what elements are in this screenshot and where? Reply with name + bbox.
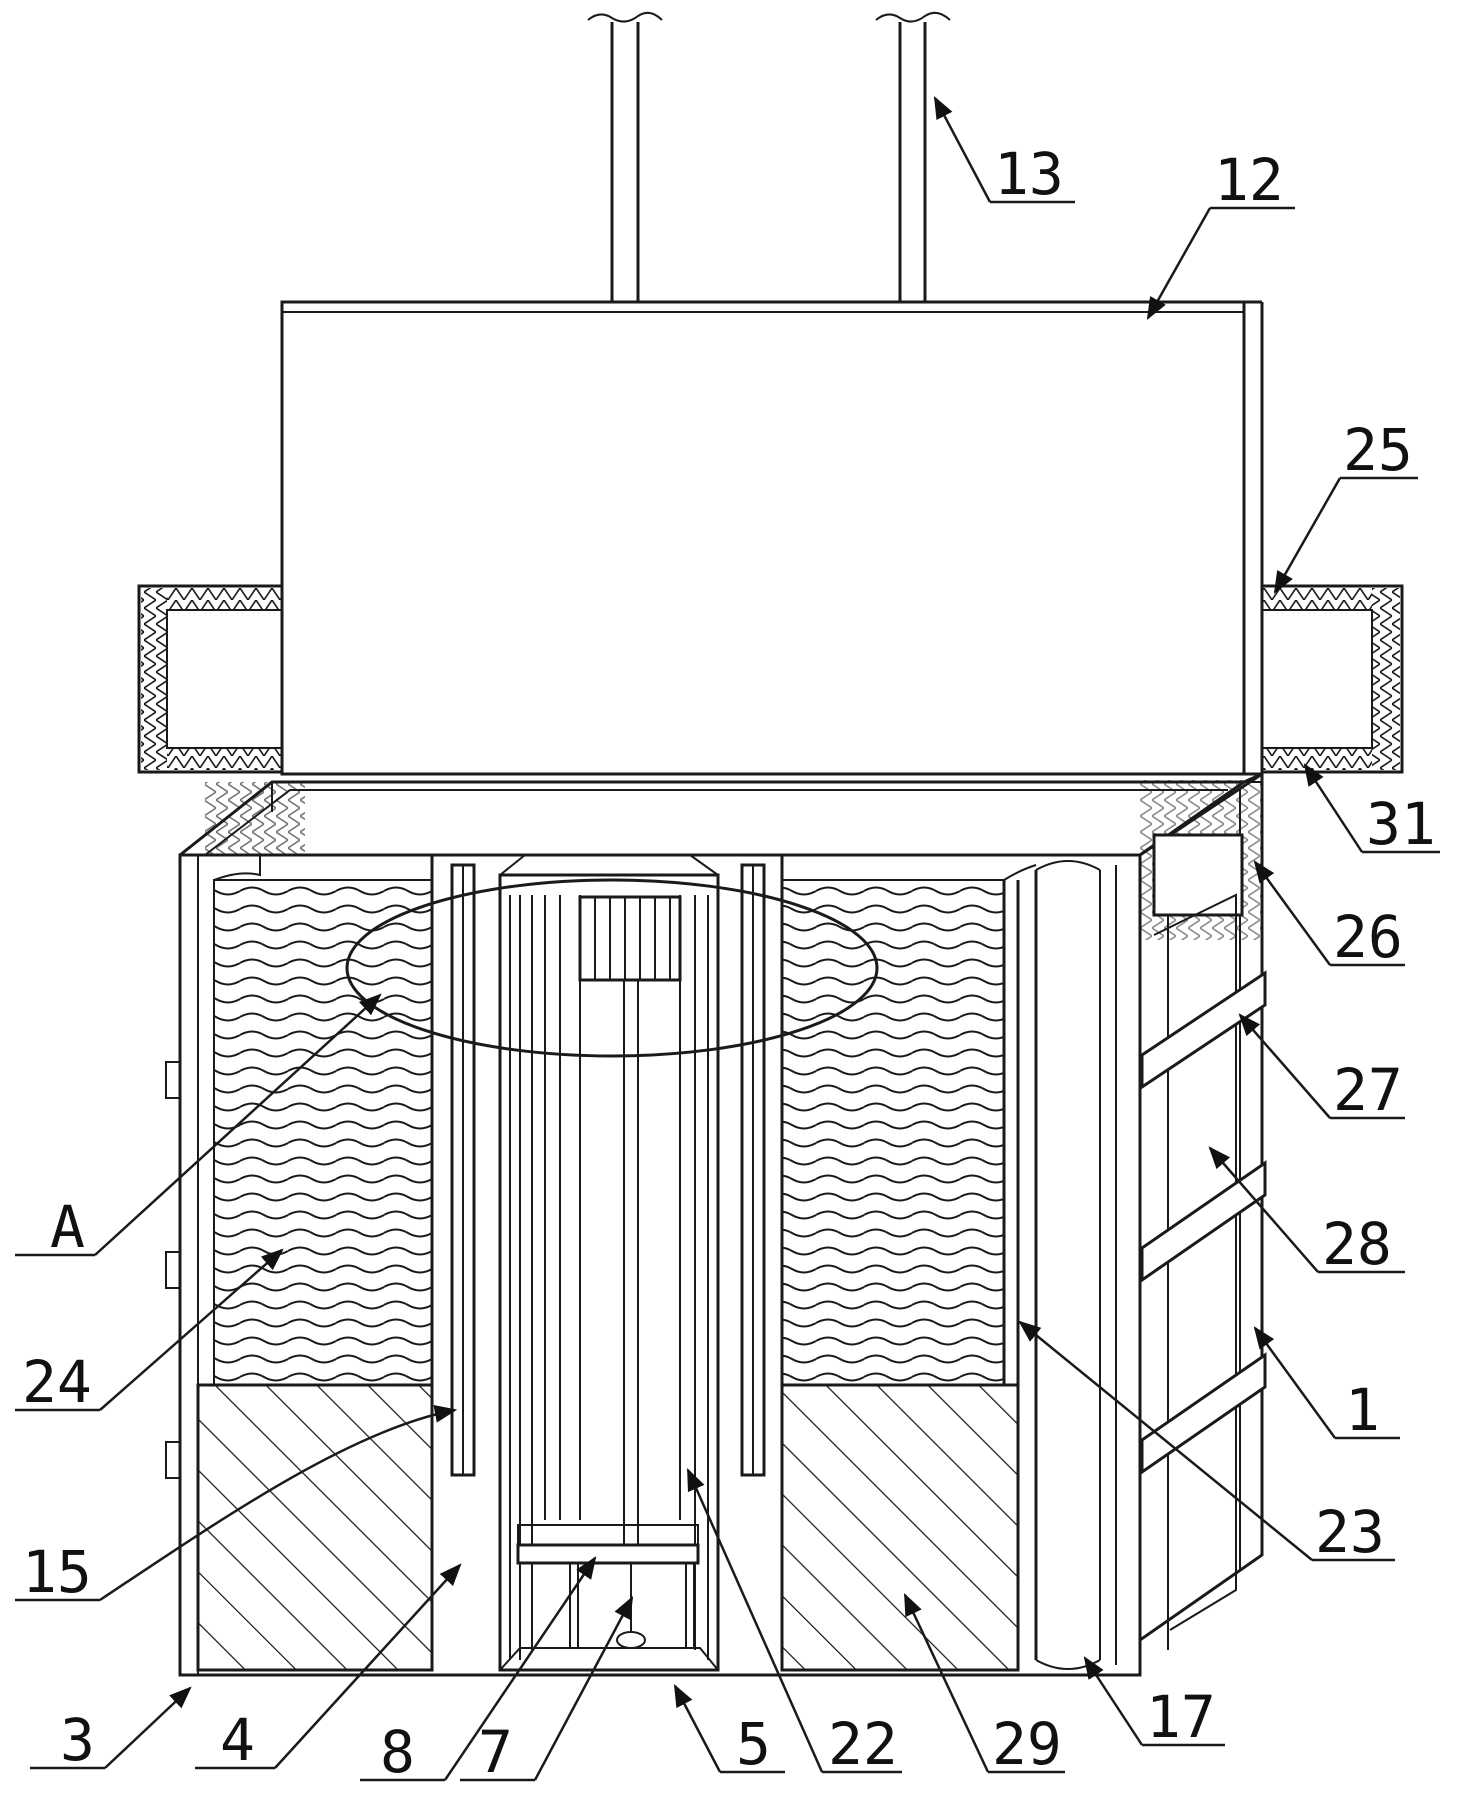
left-hatched-block [196,1383,434,1672]
label-28: 28 [1322,1210,1392,1278]
right-hatched-block [780,1383,1020,1672]
label-12: 12 [1214,146,1284,214]
label-4: 4 [220,1706,255,1774]
label-29: 29 [992,1710,1062,1778]
label-31: 31 [1366,790,1436,858]
center-chamber [498,854,720,1672]
pipe-left [587,11,663,306]
left-plate [450,863,476,1477]
leaders [15,96,1440,1782]
label-13: 13 [994,140,1064,208]
cover-box [280,300,1264,776]
label-1: 1 [1345,1376,1380,1444]
label-17: 17 [1146,1683,1216,1751]
label-5: 5 [736,1710,771,1778]
pipe-right [875,11,951,306]
label-a: A [50,1193,85,1261]
label-26: 26 [1333,903,1403,971]
label-15: 15 [22,1538,92,1606]
right-plate [740,863,766,1477]
label-22: 22 [828,1710,898,1778]
callout-labels: 13 12 25 31 26 27 28 1 23 17 A 24 15 3 4… [22,140,1436,1786]
left-insulation [213,879,433,1386]
label-8: 8 [380,1718,415,1786]
left-handle [137,584,284,774]
detail-circle-a [345,878,879,1058]
label-23: 23 [1315,1498,1385,1566]
right-insulation [781,879,1005,1386]
label-24: 24 [22,1348,92,1416]
main-box [165,771,1267,1677]
label-7: 7 [478,1718,513,1786]
label-3: 3 [60,1706,95,1774]
right-column [1002,860,1117,1670]
label-27: 27 [1333,1056,1403,1124]
label-25: 25 [1343,416,1413,484]
right-handle [1260,584,1404,774]
